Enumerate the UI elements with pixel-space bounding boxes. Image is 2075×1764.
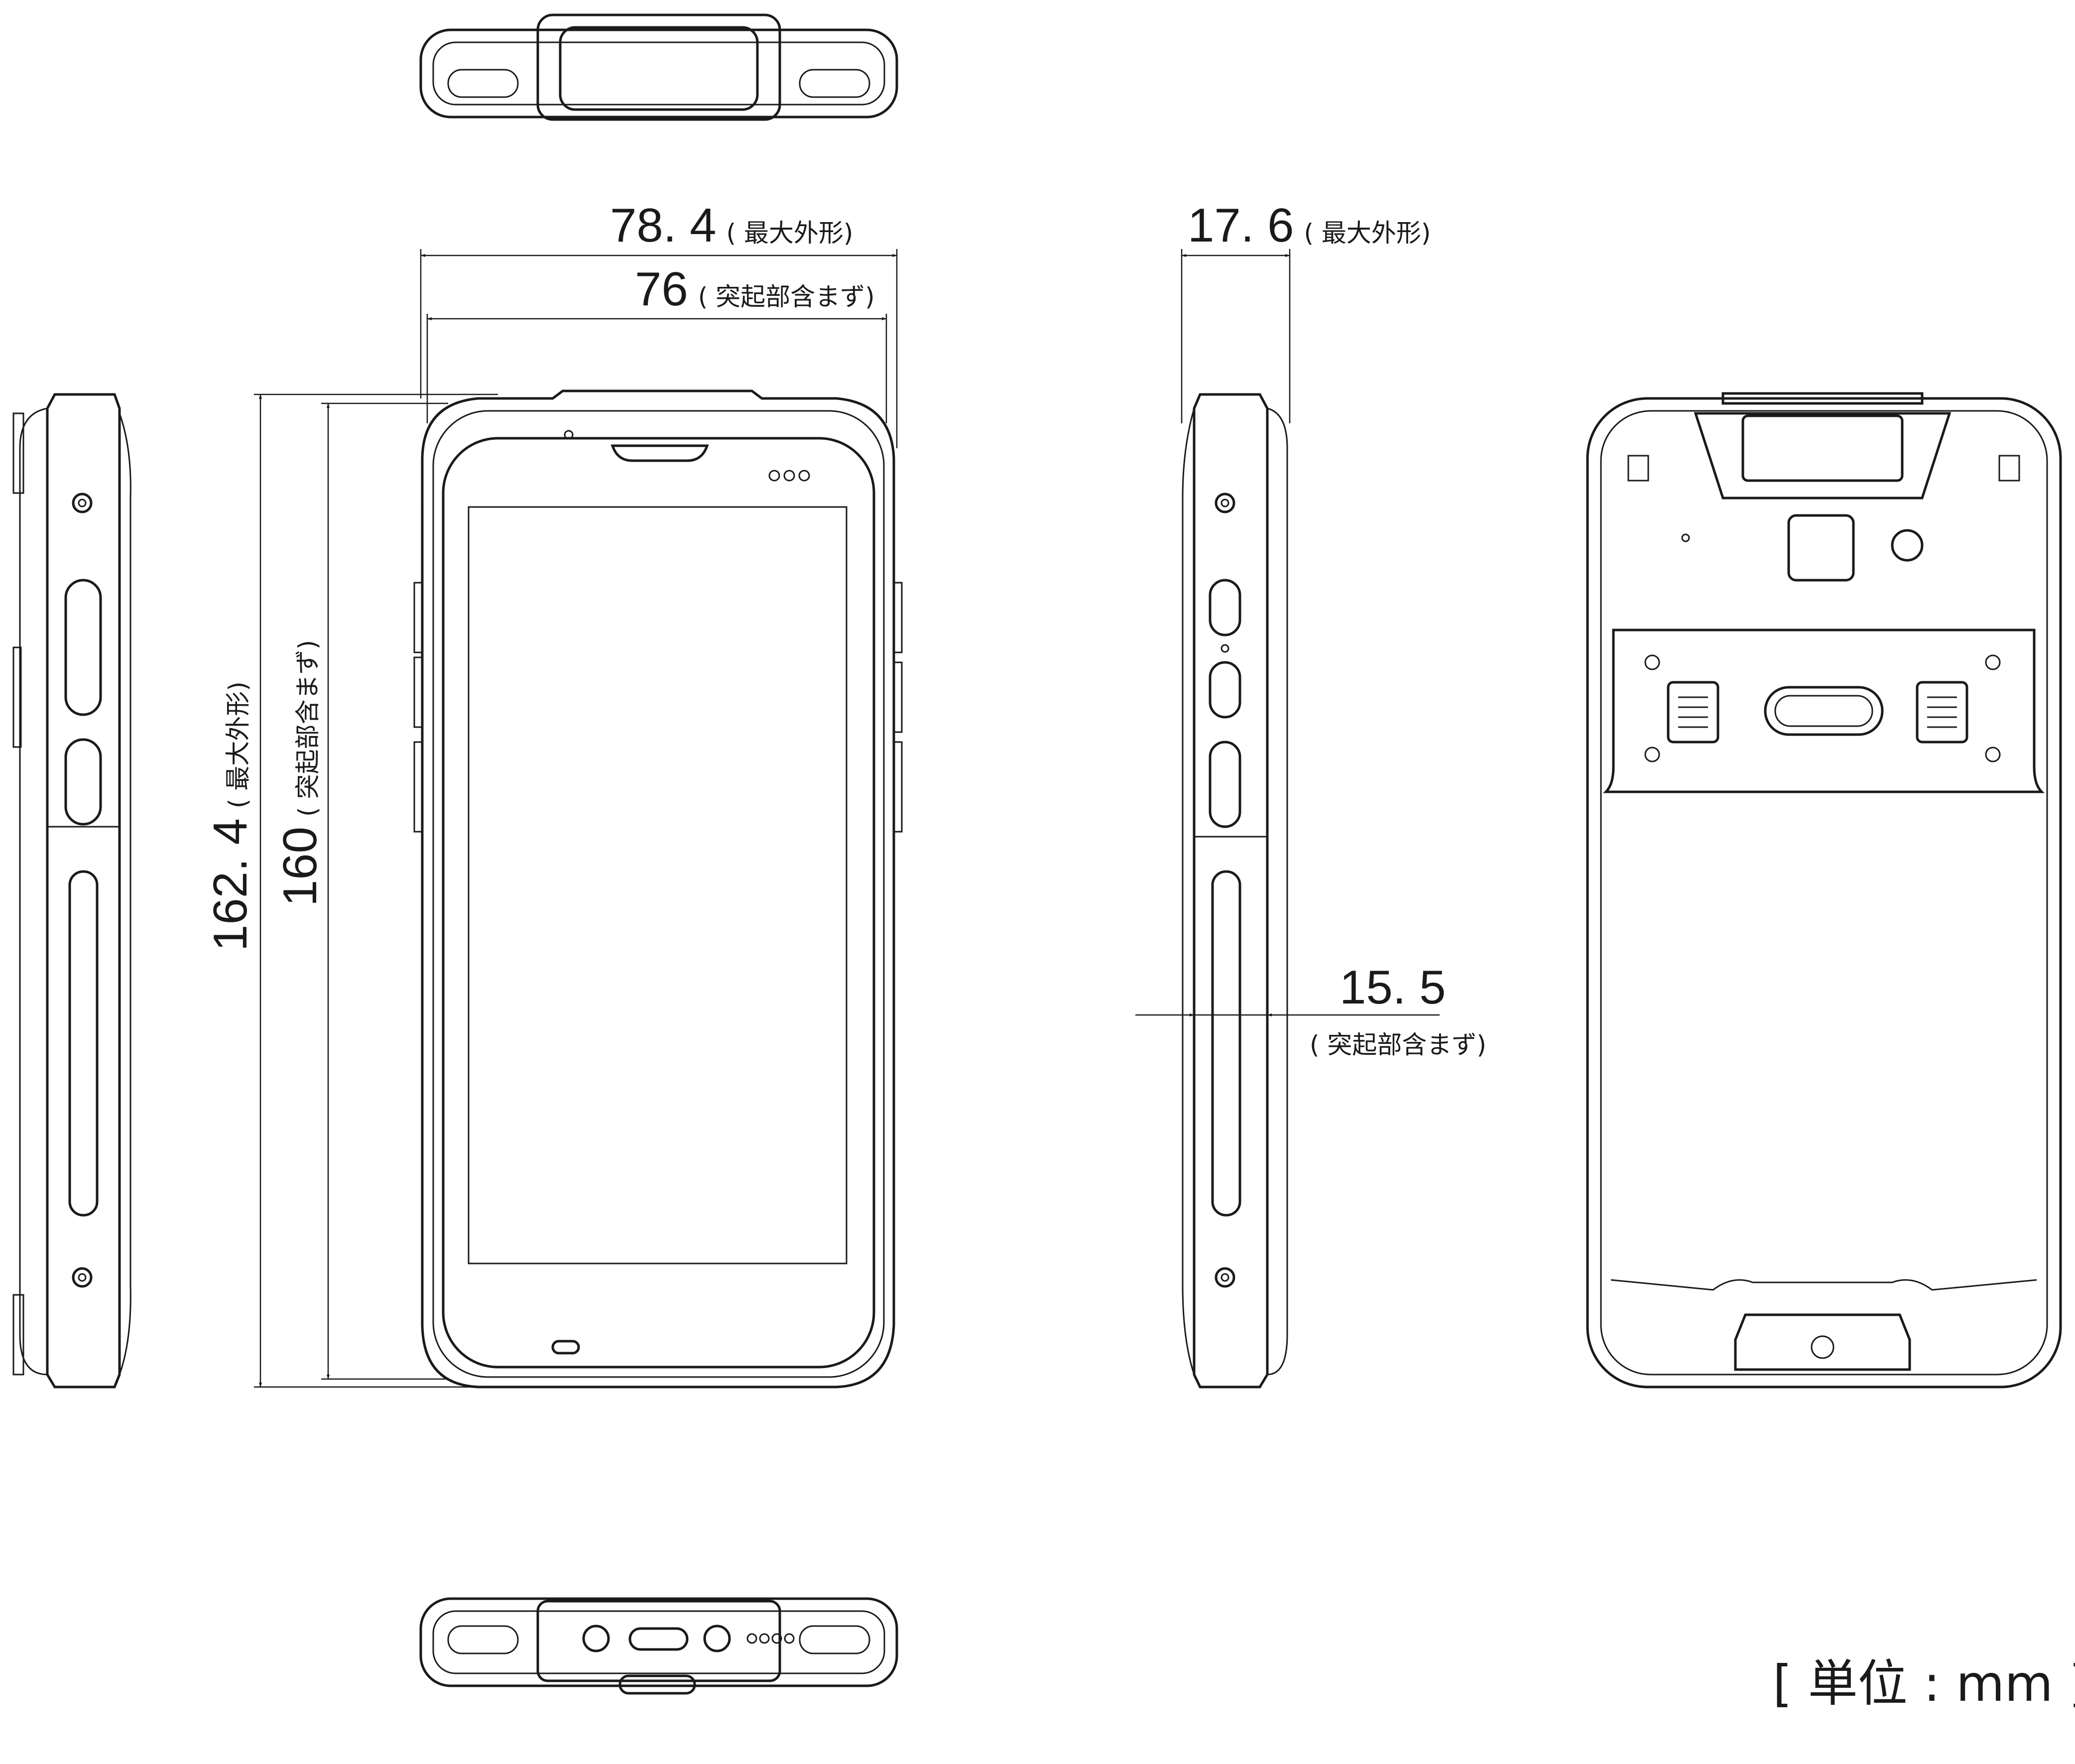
top-view	[419, 13, 898, 121]
usb-port	[628, 1627, 689, 1651]
screen	[468, 506, 848, 1264]
back-view	[1586, 392, 2062, 1388]
depth-max-label: 17. 6( 最大外形)	[1188, 199, 1431, 252]
height-body-label: 160( 突起部含まず)	[273, 640, 327, 906]
height-max-label: 162. 4( 最大外形)	[204, 681, 257, 951]
rear-camera	[1891, 529, 1924, 562]
depth-body-note: ( 突起部含まず)	[1310, 1030, 1486, 1059]
width-max-label: 78. 4( 最大外形)	[610, 199, 853, 252]
front-camera	[564, 430, 574, 440]
dimension-lines	[254, 249, 1440, 1388]
speaker	[610, 444, 709, 462]
right-side-view	[1182, 393, 1288, 1388]
left-side-view	[12, 393, 131, 1388]
front-view	[413, 389, 903, 1388]
width-body-label: 76( 突起部含まず)	[635, 262, 875, 316]
bottom-view	[419, 1597, 898, 1695]
unit-label: [ 単位 : mm ]	[1773, 1654, 2075, 1713]
depth-body-value: 15. 5	[1340, 961, 1446, 1014]
fingerprint-sensor	[1787, 514, 1855, 582]
